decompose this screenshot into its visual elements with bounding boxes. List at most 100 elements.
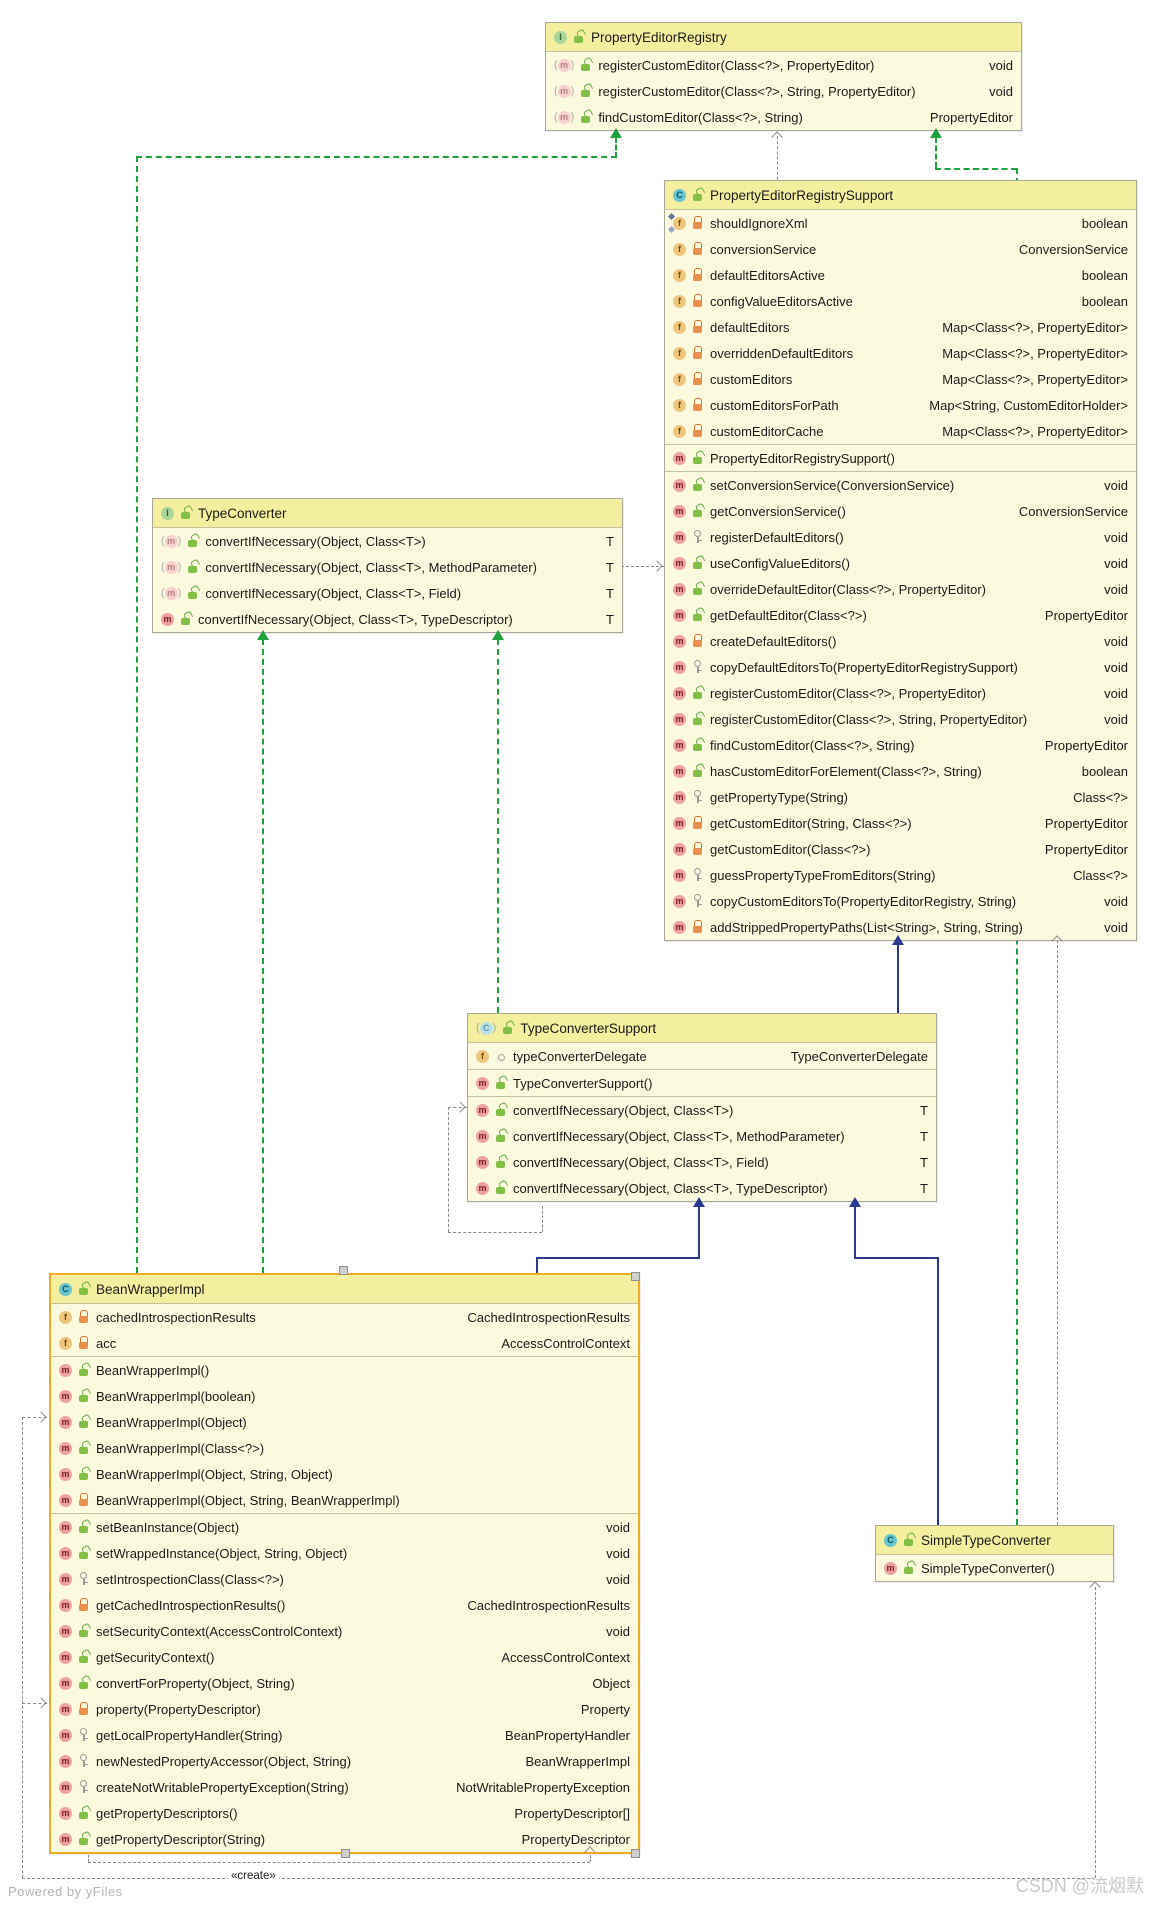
member-row[interactable]: (m)registerCustomEditor(Class<?>, String… xyxy=(554,82,1013,99)
selection-handle[interactable] xyxy=(631,1272,640,1281)
private-lock-icon xyxy=(692,398,704,412)
private-lock-icon xyxy=(692,242,704,256)
member-name: typeConverterDelegate xyxy=(513,1048,647,1064)
member-row[interactable]: (m)convertIfNecessary(Object, Class<T>, … xyxy=(161,558,614,575)
selection-handle[interactable] xyxy=(631,1849,640,1858)
dependency-line xyxy=(448,1232,542,1233)
member-type: T xyxy=(920,1128,928,1144)
method-icon: m xyxy=(59,1806,72,1820)
class-header[interactable]: (C)TypeConverterSupport xyxy=(468,1014,936,1043)
field-icon: f xyxy=(59,1310,72,1324)
member-row[interactable]: (m)findCustomEditor(Class<?>, String)Pro… xyxy=(554,108,1013,125)
member-type: Map<Class<?>, PropertyEditor> xyxy=(942,371,1128,387)
extends-line xyxy=(536,1257,538,1273)
selection-handle[interactable] xyxy=(339,1266,348,1275)
member-row[interactable]: (m)convertIfNecessary(Object, Class<T>)T xyxy=(161,532,614,549)
member-row[interactable]: (m)convertIfNecessary(Object, Class<T>, … xyxy=(161,584,614,601)
implements-line xyxy=(497,639,499,1013)
selection-handle[interactable] xyxy=(341,1849,350,1858)
implements-arrow-icon xyxy=(930,128,942,138)
member-name: registerCustomEditor(Class<?>, PropertyE… xyxy=(710,685,986,701)
dependency-line xyxy=(542,1206,543,1232)
method-icon: m xyxy=(59,1546,72,1560)
field-icon: f xyxy=(673,398,686,412)
member-type: void xyxy=(1104,919,1128,935)
method-icon: m xyxy=(476,1076,489,1090)
public-lock-icon xyxy=(78,1674,92,1690)
public-lock-icon xyxy=(692,580,706,596)
member-row[interactable]: (m)registerCustomEditor(Class<?>, Proper… xyxy=(554,56,1013,73)
member-type: ConversionService xyxy=(1018,503,1128,519)
class-title: TypeConverter xyxy=(198,505,287,521)
